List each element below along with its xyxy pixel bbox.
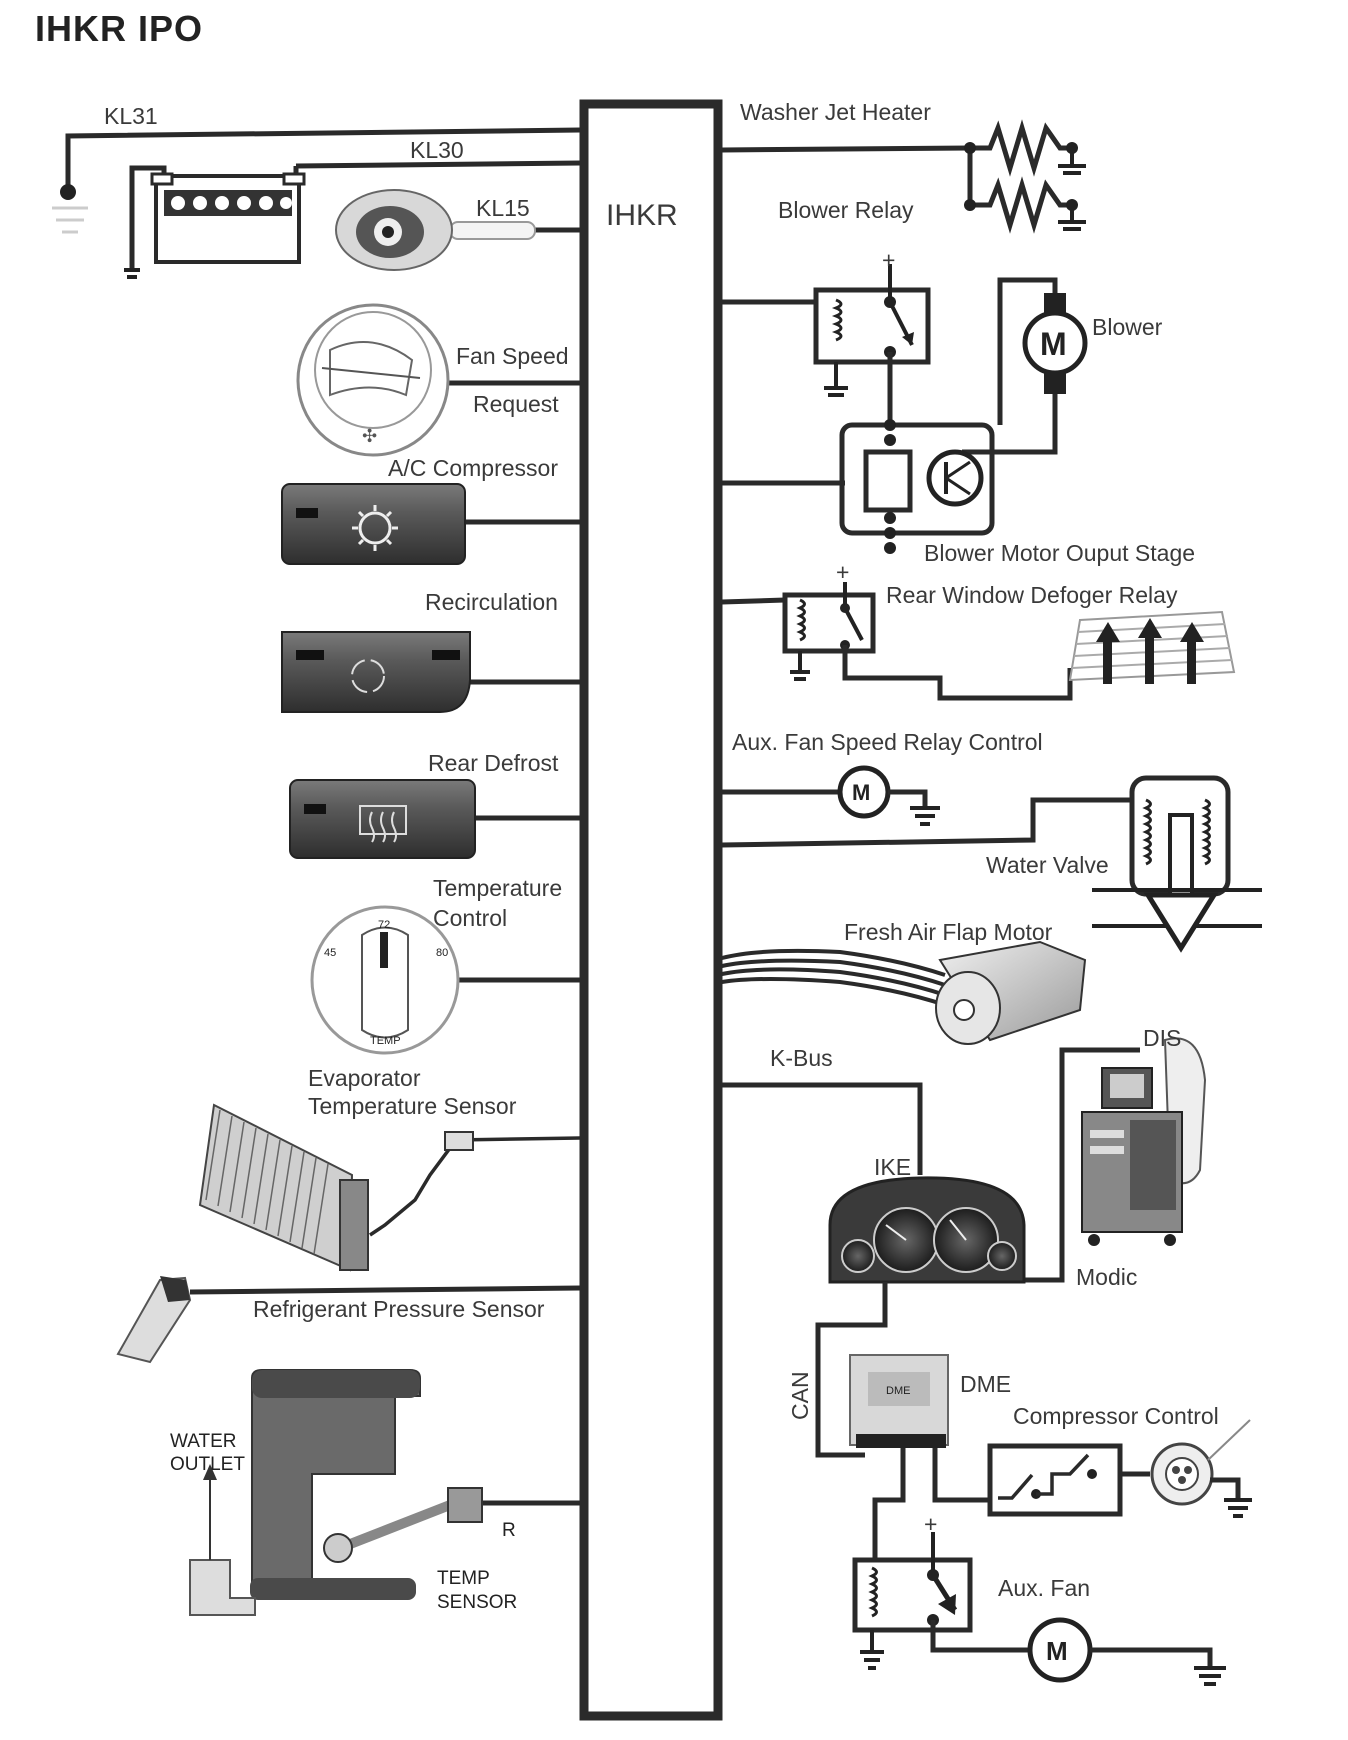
water-outlet-label-1: WATER bbox=[170, 1431, 237, 1452]
dis-modic-tester: DIS bbox=[1081, 1025, 1207, 1246]
rear-defog-label: Rear Window Defoger Relay bbox=[886, 582, 1178, 608]
blower-relay: + Blower Relay bbox=[722, 197, 931, 397]
kl31-ground: KL31 bbox=[52, 103, 581, 234]
blower-relay-label: Blower Relay bbox=[778, 197, 914, 223]
ihkr-label: IHKR bbox=[606, 199, 678, 232]
blower-motor: M Blower bbox=[887, 277, 1163, 455]
dme-module: DME DME bbox=[849, 1354, 1011, 1448]
modic-label: Modic bbox=[1076, 1264, 1137, 1290]
aux-fan-m-symbol: M bbox=[1046, 1636, 1068, 1666]
blower-output-stage: Blower Motor Ouput Stage bbox=[722, 419, 1195, 566]
aux-fan-plus: + bbox=[924, 1511, 937, 1537]
page-title: IHKR IPO bbox=[35, 8, 204, 49]
dis-label: DIS bbox=[1143, 1025, 1181, 1051]
recirculation-label: Recirculation bbox=[425, 589, 558, 615]
rear-defrost-label: Rear Defrost bbox=[428, 750, 559, 776]
evap-label-2: Temperature Sensor bbox=[308, 1093, 517, 1119]
aux-fan-speed-relay: M Aux. Fan Speed Relay Control bbox=[722, 729, 1043, 826]
blower-relay-plus: + bbox=[882, 247, 895, 273]
temp-dial-name: TEMP bbox=[370, 1035, 401, 1047]
recirculation-button: Recirculation bbox=[281, 589, 580, 713]
temp-dial-high: 80 bbox=[436, 947, 448, 959]
battery: KL30 bbox=[124, 137, 581, 279]
compressor-control-label: Compressor Control bbox=[1013, 1403, 1219, 1429]
kl15-label: KL15 bbox=[476, 195, 530, 221]
water-outlet-label-2: OUTLET bbox=[170, 1454, 245, 1475]
ac-button: A/C Compressor bbox=[281, 455, 580, 565]
can-label: CAN bbox=[787, 1371, 813, 1420]
dme-chip-label: DME bbox=[886, 1385, 910, 1397]
temp-dial-low: 45 bbox=[324, 947, 336, 959]
aux-relay-m-symbol: M bbox=[852, 780, 870, 805]
coolant-housing: WATER OUTLET R TEMP SENSOR bbox=[170, 1369, 580, 1616]
coolant-label-2: SENSOR bbox=[437, 1592, 517, 1613]
ike-cluster: IKE Modic bbox=[828, 1154, 1137, 1290]
kl31-label: KL31 bbox=[104, 103, 158, 129]
blower-label: Blower bbox=[1092, 314, 1163, 340]
dme-label: DME bbox=[960, 1371, 1011, 1397]
rear-defrost-button: Rear Defrost bbox=[289, 750, 580, 859]
water-valve-label: Water Valve bbox=[986, 852, 1109, 878]
temp-control-label-1: Temperature bbox=[433, 875, 562, 901]
can-bus: CAN bbox=[787, 1282, 888, 1458]
temp-dial-mid: 72 bbox=[378, 919, 390, 931]
fan-speed-label-2: Request bbox=[473, 391, 559, 417]
evaporator: Evaporator Temperature Sensor bbox=[198, 1065, 581, 1272]
kl30-label: KL30 bbox=[410, 137, 464, 163]
fresh-air-flap-motor: Fresh Air Flap Motor bbox=[721, 919, 1087, 1045]
washer-jet-heater: Washer Jet Heater bbox=[721, 99, 1086, 234]
blower-stage-label: Blower Motor Ouput Stage bbox=[924, 540, 1195, 566]
refrigerant-label: Refrigerant Pressure Sensor bbox=[253, 1296, 545, 1322]
rear-defog-relay: + Rear Window Defoger Relay bbox=[721, 559, 1236, 701]
refrigerant-sensor: Refrigerant Pressure Sensor bbox=[116, 1276, 581, 1364]
ihkr-module: IHKR bbox=[579, 99, 723, 1721]
rear-defog-plus: + bbox=[836, 559, 849, 585]
fan-speed-label-1: Fan Speed bbox=[456, 343, 569, 369]
coolant-label-1: TEMP bbox=[437, 1568, 490, 1589]
aux-fan: M + Aux. Fan bbox=[852, 1448, 1226, 1686]
kbus-label: K-Bus bbox=[770, 1045, 833, 1071]
aux-fan-label: Aux. Fan bbox=[998, 1575, 1090, 1601]
aux-fan-relay-label: Aux. Fan Speed Relay Control bbox=[732, 729, 1043, 755]
temperature-dial: 72 45 80 TEMP Temperature Control bbox=[310, 875, 580, 1055]
fresh-air-label: Fresh Air Flap Motor bbox=[844, 919, 1053, 945]
temp-control-label-2: Control bbox=[433, 905, 507, 931]
washer-jet-label: Washer Jet Heater bbox=[740, 99, 931, 125]
evap-label-1: Evaporator bbox=[308, 1065, 421, 1091]
svg-text:✣: ✣ bbox=[362, 426, 377, 447]
compressor-control: Compressor Control bbox=[932, 1403, 1252, 1518]
ignition-key: KL15 bbox=[335, 189, 580, 271]
water-valve: Water Valve bbox=[721, 775, 1262, 953]
blower-m-symbol: M bbox=[1040, 326, 1067, 362]
ac-label: A/C Compressor bbox=[388, 455, 558, 481]
coolant-partial-label: R bbox=[502, 1520, 516, 1541]
fan-speed-knob: ✣ Fan Speed Request bbox=[296, 303, 580, 457]
ike-label: IKE bbox=[874, 1154, 911, 1180]
